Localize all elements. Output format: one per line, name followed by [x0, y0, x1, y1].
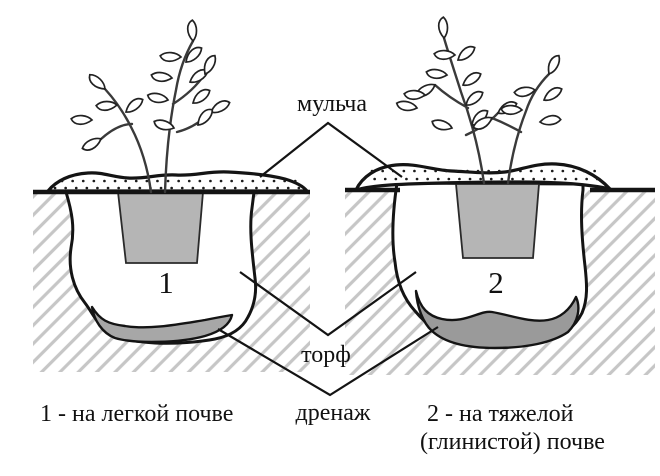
sapling-1-stems: [99, 39, 213, 194]
root-ball-2: [455, 183, 540, 259]
scene-heavy-soil: 2: [345, 15, 655, 375]
annotations: мульча торф дренаж 1 - на легкой почве 2…: [40, 91, 605, 455]
peat-label: торф: [301, 342, 351, 368]
caption-heavy-soil-line1: 2 - на тяжелой: [427, 401, 574, 427]
drainage-pointer-lines: [217, 326, 439, 397]
sapling-1: [69, 18, 232, 194]
mulch-label: мульча: [297, 91, 367, 117]
drainage-layer-1: [90, 305, 234, 344]
pit-number-1: 1: [158, 265, 174, 300]
caption-heavy-soil-line2: (глинистой) почве: [420, 429, 605, 455]
mulch-pointer-lines: [259, 121, 403, 178]
peat-pointer-lines: [239, 271, 417, 337]
drainage-layer-2: [414, 289, 580, 350]
sapling-2-stems: [433, 36, 551, 185]
pit-number-2: 2: [488, 265, 504, 300]
scene-light-soil: 1: [33, 18, 310, 372]
planting-pit-1: [64, 190, 258, 345]
drainage-label: дренаж: [296, 400, 371, 426]
sapling-2-leaves: [394, 15, 565, 136]
sapling-1-leaves: [69, 18, 232, 152]
root-ball-1: [116, 191, 204, 264]
caption-light-soil: 1 - на легкой почве: [40, 401, 233, 427]
sapling-2: [394, 15, 565, 185]
